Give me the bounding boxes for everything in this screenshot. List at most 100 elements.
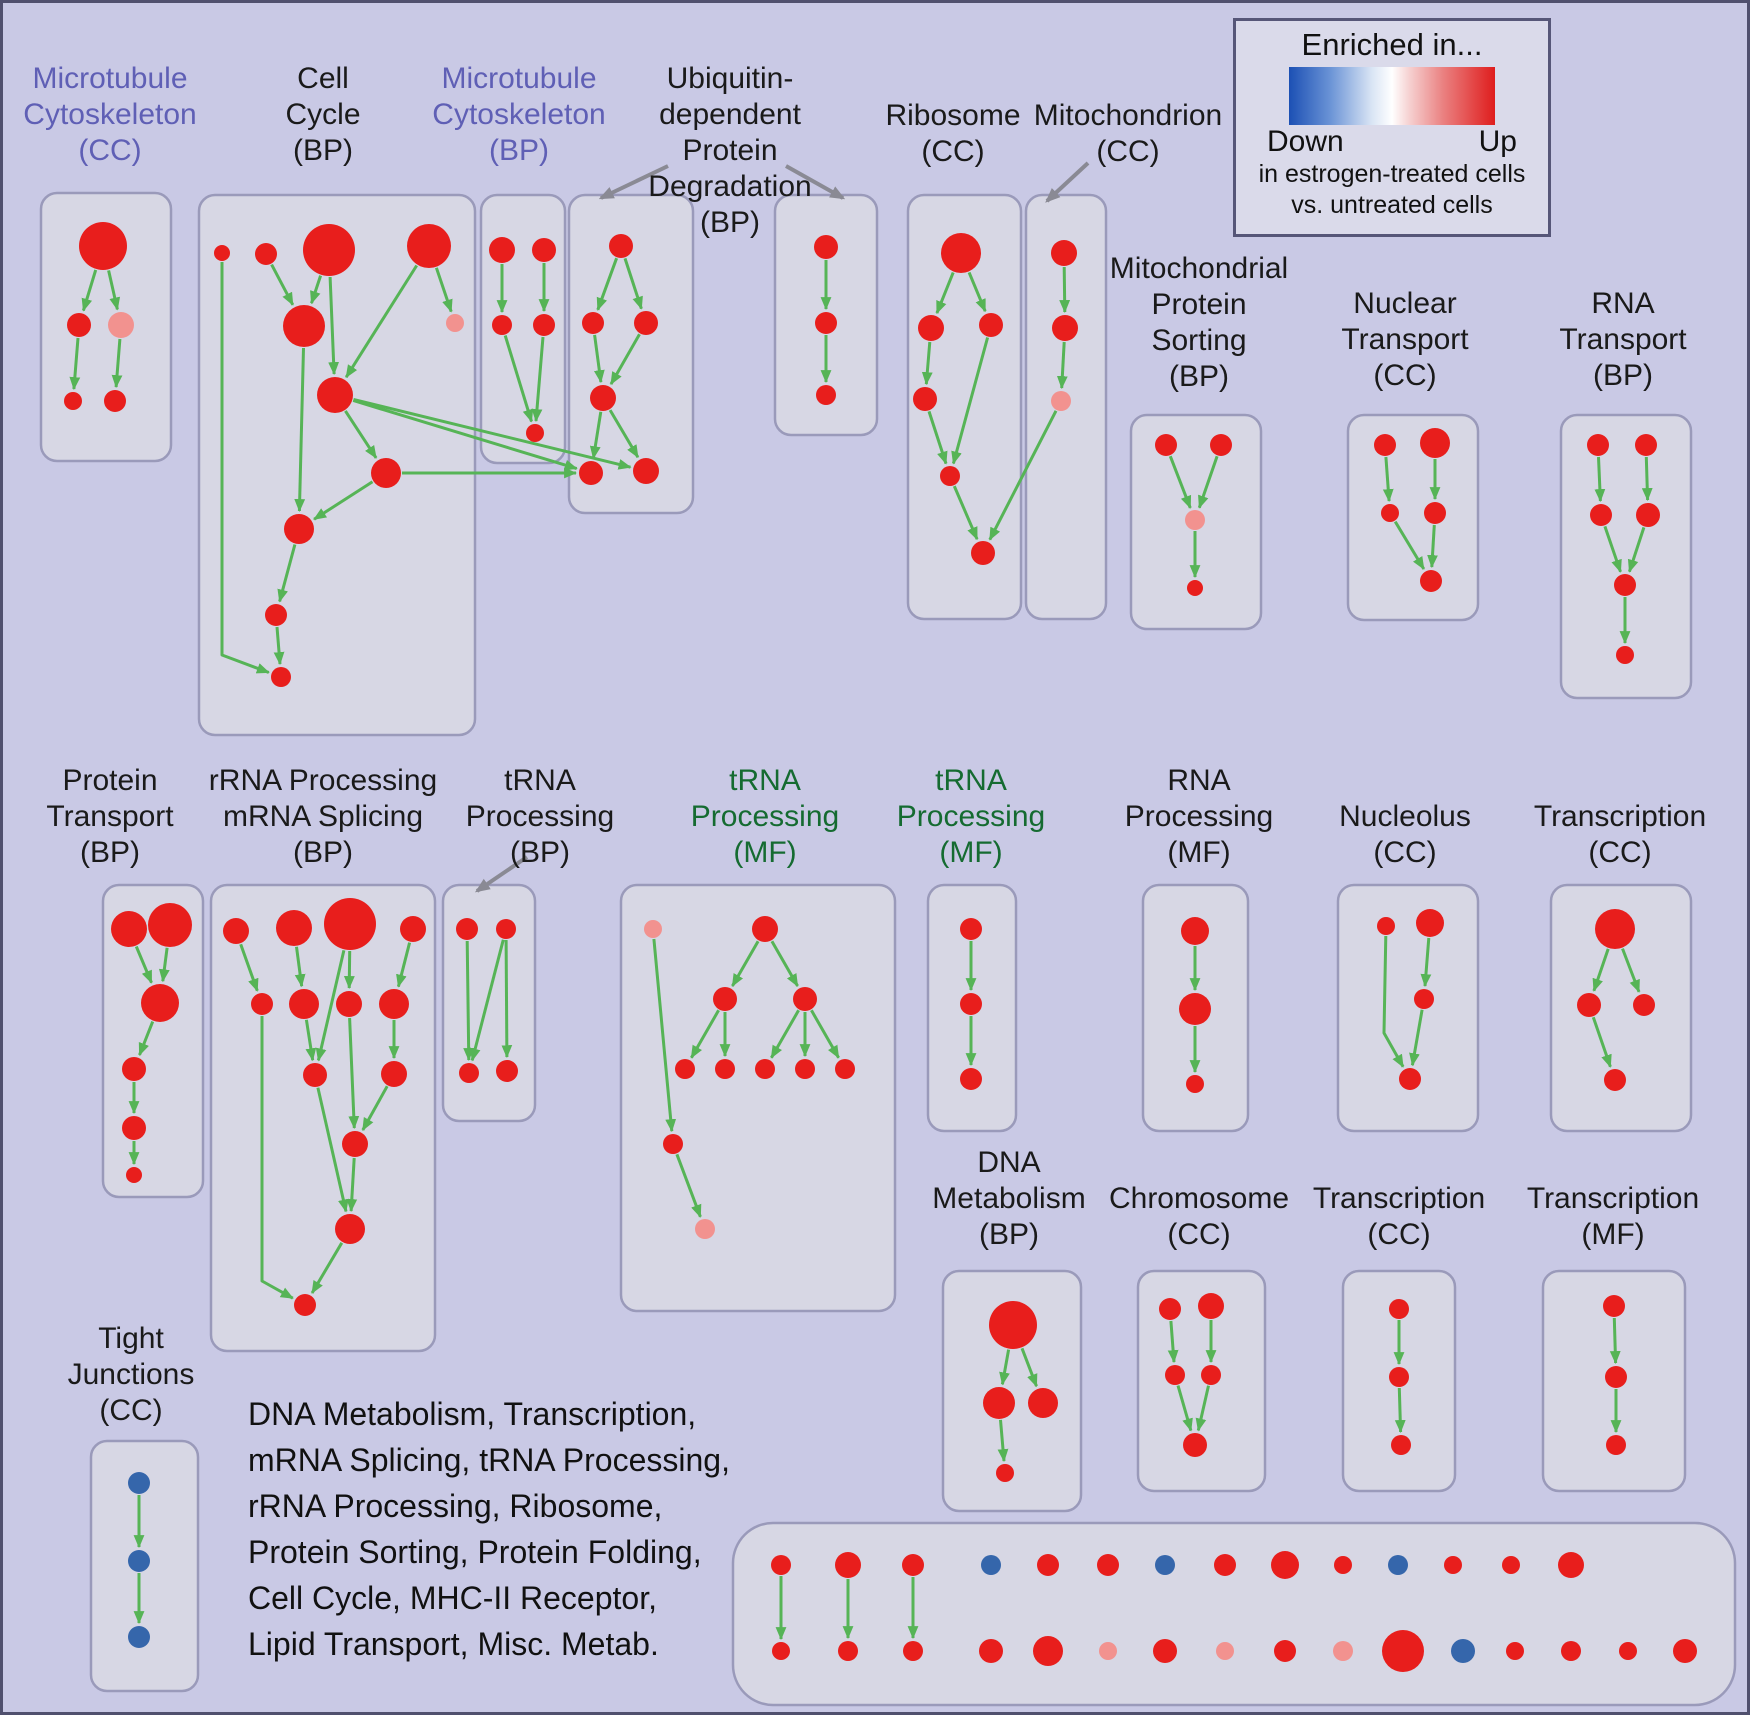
go-term-node-red bbox=[324, 898, 376, 950]
go-term-node-red bbox=[1214, 1554, 1236, 1576]
go-term-node-red bbox=[532, 238, 556, 262]
go-term-node-red bbox=[940, 466, 960, 486]
group-box-trna-bp bbox=[441, 883, 537, 1123]
edge-arrow bbox=[1056, 341, 1068, 390]
group-box-ribosome bbox=[906, 193, 1023, 621]
edge-arrow bbox=[1020, 1347, 1038, 1388]
go-term-node-red bbox=[456, 918, 478, 940]
go-term-node-red bbox=[317, 377, 353, 413]
edge-arrow bbox=[770, 1009, 800, 1059]
edge-arrow bbox=[952, 485, 979, 541]
legend-box: Enriched in... Down Up in estrogen-treat… bbox=[1233, 18, 1551, 237]
go-term-node-red bbox=[838, 1641, 858, 1661]
go-term-node-red bbox=[634, 311, 658, 335]
group-box-rna-transport bbox=[1559, 413, 1693, 700]
go-term-node-red bbox=[971, 541, 995, 565]
group-box-transcription-cc-1 bbox=[1549, 883, 1693, 1133]
go-term-node-red bbox=[1271, 1551, 1299, 1579]
go-term-node-pink bbox=[1333, 1641, 1353, 1661]
go-term-node-red bbox=[1420, 570, 1442, 592]
go-term-node-red bbox=[1033, 1636, 1063, 1666]
group-box-misc-clusters bbox=[731, 1521, 1737, 1707]
go-term-node-red bbox=[496, 1060, 518, 1082]
edge-arrow bbox=[921, 341, 933, 386]
go-term-node-red bbox=[1506, 1642, 1524, 1660]
edge-arrow bbox=[1197, 455, 1219, 509]
edge-arrow bbox=[1168, 455, 1192, 509]
go-term-node-blue bbox=[981, 1555, 1001, 1575]
edge-arrow bbox=[1195, 1385, 1210, 1432]
edge-arrow bbox=[469, 939, 505, 1062]
go-term-node-red bbox=[752, 916, 778, 942]
go-term-node-red bbox=[381, 1061, 407, 1087]
go-term-node-red bbox=[1587, 434, 1609, 456]
go-term-node-red bbox=[1181, 917, 1209, 945]
go-term-node-red bbox=[1595, 909, 1635, 949]
go-term-node-red bbox=[141, 984, 179, 1022]
edge-arrow bbox=[313, 480, 374, 521]
go-term-node-blue bbox=[1388, 1555, 1408, 1575]
go-term-node-red bbox=[835, 1059, 855, 1079]
edge-arrow bbox=[1641, 456, 1653, 502]
go-term-node-red bbox=[633, 458, 659, 484]
go-term-node-red bbox=[1097, 1554, 1119, 1576]
go-term-node-red bbox=[400, 916, 426, 942]
go-term-node-red bbox=[1210, 434, 1232, 456]
go-term-node-red bbox=[1391, 1435, 1411, 1455]
edge-arrow bbox=[434, 267, 453, 313]
edge-arrow bbox=[1393, 520, 1426, 570]
go-term-node-red bbox=[1377, 917, 1395, 935]
edge-arrow bbox=[344, 410, 378, 459]
go-term-node-red bbox=[1028, 1388, 1058, 1418]
go-term-node-red bbox=[609, 234, 633, 258]
edge-arrow bbox=[1627, 526, 1646, 573]
go-term-node-red bbox=[1274, 1640, 1296, 1662]
go-term-node-red bbox=[793, 987, 817, 1011]
edge-arrow bbox=[111, 338, 123, 389]
go-term-node-red bbox=[1374, 434, 1396, 456]
go-term-node-red bbox=[582, 312, 604, 334]
edge-arrow bbox=[1382, 935, 1405, 1068]
go-term-node-red bbox=[126, 1167, 142, 1183]
edge-arrow bbox=[1621, 948, 1641, 993]
edge-arrow bbox=[316, 1087, 349, 1213]
go-term-node-red bbox=[1614, 574, 1636, 596]
group-box-nucleolus bbox=[1336, 883, 1480, 1133]
go-term-node-red bbox=[1444, 1556, 1462, 1574]
edge-arrow bbox=[346, 1157, 358, 1213]
go-term-node-red bbox=[1381, 504, 1399, 522]
go-term-node-red bbox=[989, 1301, 1037, 1349]
group-box-trna-mf-1 bbox=[619, 883, 897, 1313]
go-term-node-red bbox=[496, 919, 516, 939]
go-term-node-red bbox=[960, 918, 982, 940]
group-box-dna-metabolism bbox=[941, 1269, 1083, 1513]
go-term-node-red bbox=[1153, 1639, 1177, 1663]
edge-arrow bbox=[1382, 456, 1394, 503]
go-term-node-red bbox=[1416, 909, 1444, 937]
go-term-node-red bbox=[663, 1134, 683, 1154]
legend-subtitle-1: in estrogen-treated cells bbox=[1258, 160, 1526, 188]
go-term-node-red bbox=[579, 461, 603, 485]
go-enrichment-network-diagram bbox=[39, 161, 1737, 1707]
legend-gradient-bar bbox=[1289, 67, 1495, 125]
go-term-node-red bbox=[1183, 1433, 1207, 1457]
edge-arrow bbox=[967, 271, 987, 313]
go-term-node-red bbox=[379, 989, 409, 1019]
edge-arrow bbox=[294, 946, 306, 988]
go-term-node-red bbox=[1619, 1642, 1637, 1660]
go-term-node-red bbox=[1399, 1068, 1421, 1090]
edge-arrow bbox=[531, 336, 545, 423]
go-term-node-red bbox=[1037, 1554, 1059, 1576]
go-term-node-red bbox=[148, 903, 192, 947]
edge-arrow bbox=[810, 1009, 840, 1059]
go-term-node-red bbox=[371, 458, 401, 488]
go-term-node-red bbox=[1636, 503, 1660, 527]
go-term-node-red bbox=[1201, 1365, 1221, 1385]
misc-cluster-label: DNA Metabolism, Transcription, mRNA Spli… bbox=[248, 1396, 730, 1662]
go-term-node-red bbox=[795, 1059, 815, 1079]
go-term-node-red bbox=[1389, 1367, 1409, 1387]
edge-arrow bbox=[352, 399, 578, 471]
go-term-node-blue bbox=[1155, 1555, 1175, 1575]
go-term-node-red bbox=[1052, 315, 1078, 341]
